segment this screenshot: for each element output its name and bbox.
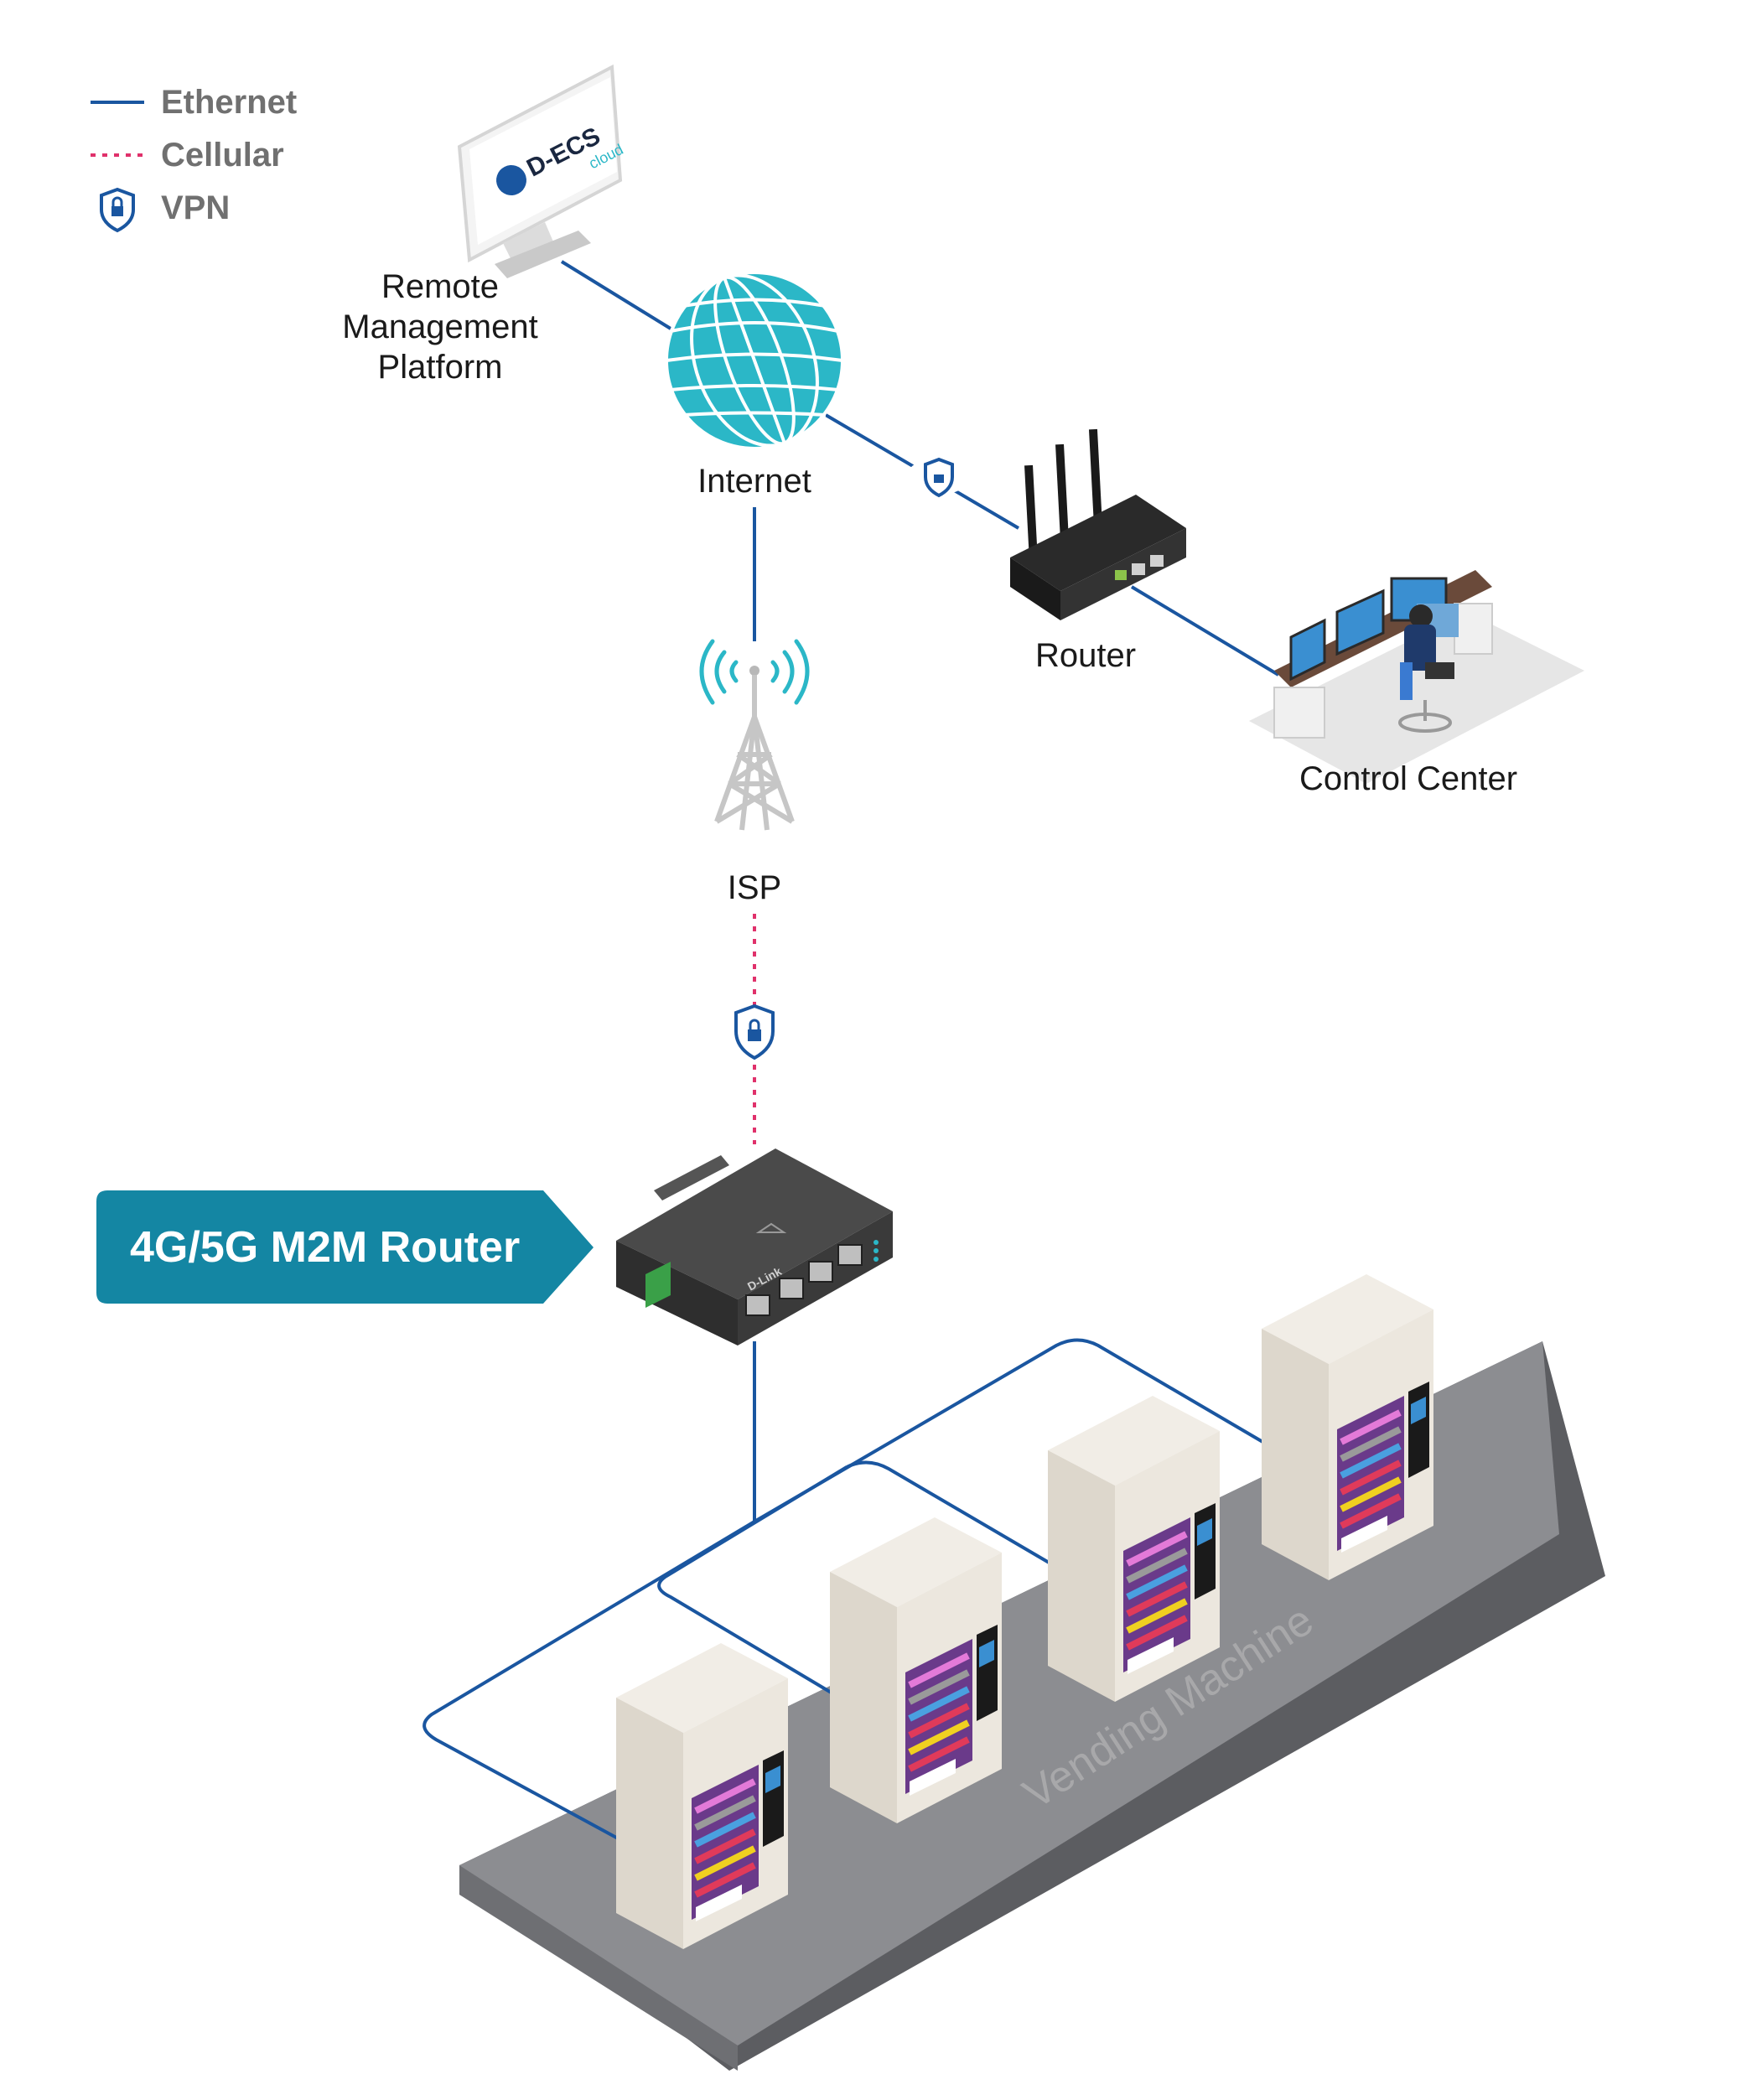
vending-network-inner	[657, 1460, 1062, 1703]
remote-platform-line2: Management	[342, 309, 538, 345]
connections	[422, 260, 1280, 1846]
monitor-icon: D-ECS cloud	[457, 64, 626, 278]
legend-ethernet-label: Ethernet	[161, 84, 298, 121]
cell-tower-icon	[699, 639, 810, 831]
control-center-icon	[1249, 570, 1584, 784]
m2m-router-label: 4G/5G M2M Router	[130, 1223, 521, 1272]
vending-machine-3	[1048, 1396, 1220, 1702]
product-rows	[908, 1652, 970, 1772]
legend	[91, 101, 144, 233]
m2m-callout-shape	[96, 1190, 594, 1304]
m2m-router-icon: D-Link	[616, 1149, 893, 1346]
legend-vpn-label: VPN	[161, 189, 231, 226]
legend-vpn-icon	[100, 187, 135, 233]
globe-icon	[665, 271, 844, 450]
link-router-control	[1130, 585, 1280, 677]
vending-machine-2	[830, 1517, 1002, 1823]
router-label: Router	[1034, 637, 1137, 674]
legend-cellular-label: Cellular	[161, 137, 284, 174]
router-icon	[1010, 428, 1186, 620]
vending-machine-1	[616, 1643, 788, 1949]
vpn-shield-icon-cellular	[734, 1003, 775, 1060]
vending-machine-4	[1262, 1274, 1433, 1580]
remote-platform-line1: Remote	[381, 268, 500, 305]
product-rows	[694, 1778, 756, 1898]
internet-label: Internet	[697, 463, 811, 500]
control-center-label: Control Center	[1299, 760, 1518, 797]
vpn-shield-icon	[907, 457, 971, 498]
m2m-router-callout: 4G/5G M2M Router	[96, 1190, 591, 1304]
link-platform-internet	[560, 260, 672, 330]
product-rows	[1340, 1409, 1402, 1529]
product-rows	[1126, 1531, 1188, 1651]
vending-network-outer	[422, 1338, 1276, 1846]
isp-label: ISP	[727, 869, 782, 906]
remote-platform-label: Remote Management Platform	[306, 267, 574, 387]
remote-platform-line3: Platform	[377, 349, 503, 386]
